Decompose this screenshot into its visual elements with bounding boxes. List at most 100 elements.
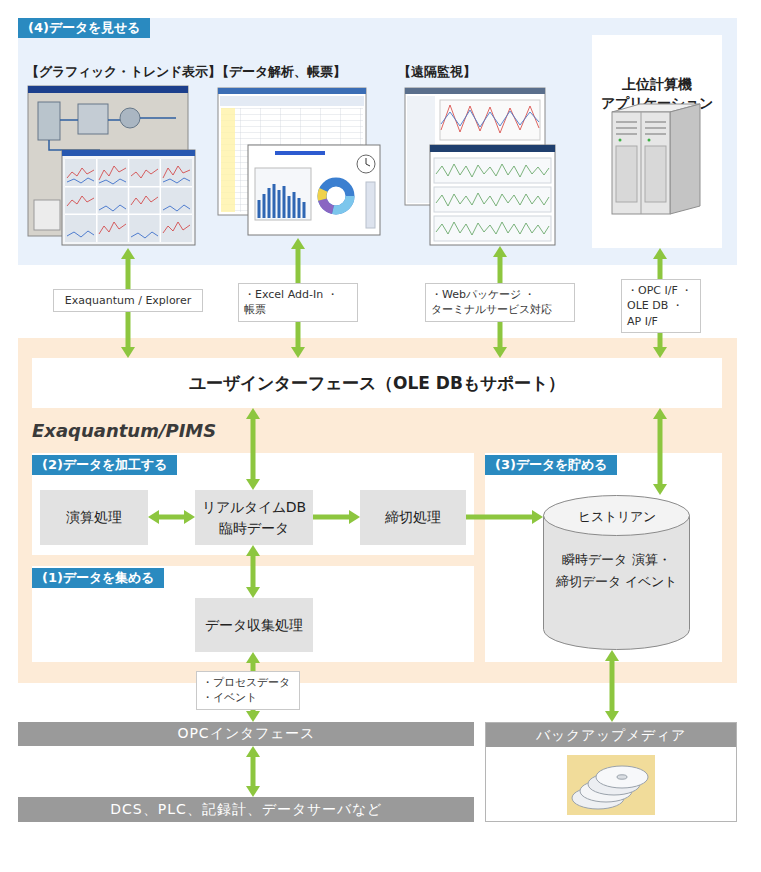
status-led (648, 139, 651, 142)
section-band: (4)データを見せる【グラフィック・トレンド表示】【データ解析、帳票】 【遠隔監視… (18, 18, 737, 265)
trend-grid (65, 159, 192, 242)
side-pane (407, 96, 435, 203)
cabinet-side (670, 104, 700, 214)
panel-heading: 【遠隔監視】 (398, 64, 476, 81)
sheet-cells (221, 108, 363, 212)
vent-panel (616, 146, 637, 202)
box-label: 演算処理 (66, 507, 122, 527)
disc-hole (617, 775, 627, 779)
monitor-screenshot (405, 88, 555, 245)
edge-label: ・Excel Add-In ・帳票 (238, 283, 358, 322)
box-label: リアルタイムDB 臨時データ (195, 497, 313, 538)
drive-slots (616, 122, 666, 134)
process-box: データ収集処理 (195, 598, 313, 652)
status-panel (34, 200, 60, 230)
double-arrow-connector (610, 661, 615, 711)
box-label: ユーザインターフェース（OLE DBもサポート） (189, 372, 565, 395)
panel-heading: 【グラフィック・トレンド表示】 (26, 64, 221, 81)
section-panel: (2)データを加工する演算処理リアルタイムDB 臨時データ締切処理 (32, 453, 474, 555)
window-frame (218, 88, 366, 215)
double-arrow-connector (466, 515, 532, 520)
double-arrow-connector (658, 419, 663, 484)
window-titlebar (62, 150, 195, 156)
trend-lines (67, 166, 190, 234)
disc (596, 766, 648, 788)
double-arrow-connector (251, 419, 256, 479)
trend-line (441, 110, 539, 127)
window-frame (62, 150, 195, 245)
chart-area (440, 100, 540, 140)
trend-lines (67, 178, 190, 238)
double-arrow-connector (251, 556, 256, 587)
screenshot-panel: 【グラフィック・トレンド表示】 (26, 64, 214, 248)
section-tab: (4)データを見せる (18, 18, 150, 38)
process-box: 演算処理 (40, 490, 148, 545)
interface-box: ユーザインターフェース（OLE DBもサポート） (32, 358, 722, 408)
connector-group (128, 249, 660, 786)
window-frame (28, 86, 188, 236)
clock-hands (366, 158, 370, 166)
cabinet-top (612, 104, 700, 112)
window-frame (405, 88, 545, 205)
screenshot-panel: 【遠隔監視】 (398, 64, 560, 246)
edge-label: ・Webパッケージ ・ターミナルサービス対応 (425, 283, 575, 322)
donut-chart (322, 182, 350, 210)
donut-segment (322, 182, 350, 210)
cylinder-top (544, 496, 690, 536)
window-frame (248, 145, 380, 235)
disc-background (567, 755, 655, 815)
double-arrow-connector (296, 249, 301, 347)
interface-bar: OPCインタフェース (18, 722, 474, 746)
process-box: リアルタイムDB 臨時データ (195, 490, 313, 545)
disc (572, 787, 624, 809)
device-bar: DCS、PLC、記録計、データサーバなど (18, 797, 474, 822)
system-title: Exaquantum/PIMS (32, 420, 216, 441)
section-tab: (3)データを貯める (485, 455, 617, 475)
section-panel: (1)データを集めるデータ収集処理 (32, 566, 474, 662)
media-box: バックアップメディア (485, 722, 737, 822)
double-arrow-connector (126, 259, 131, 347)
server-illustration (612, 104, 700, 214)
trend-screenshot (28, 86, 195, 245)
chart-row (434, 187, 551, 212)
window-titlebar (28, 86, 188, 93)
vessel-symbol (78, 104, 108, 134)
pipe-lines (49, 118, 176, 150)
chart-row (434, 158, 551, 183)
media-heading: バックアップメディア (486, 723, 736, 747)
bar-label: DCS、PLC、記録計、データサーバなど (110, 801, 381, 819)
double-arrow-connector (498, 257, 503, 347)
sheet-header (220, 96, 364, 106)
screenshot-panel: 【データ解析、帳票】 (216, 64, 384, 238)
window-titlebar (430, 145, 555, 152)
window-titlebar (218, 88, 366, 94)
window-titlebar (405, 88, 545, 94)
bar-chart (259, 184, 304, 218)
cylinder-body: 瞬時データ 演算・締切データ イベント (543, 549, 690, 593)
cabinet-front (612, 112, 670, 214)
box-label: 上位計算機 アプリケーション (598, 75, 716, 248)
report-screenshot (218, 88, 380, 235)
system-band: Exaquantum/PIMS ユーザインターフェース（OLE DBもサポート） (… (18, 338, 737, 683)
grid-lines (65, 159, 192, 242)
double-arrow-connector (313, 515, 349, 520)
box-label: データ収集処理 (205, 615, 303, 635)
host-computer-box: 上位計算機 アプリケーション (592, 35, 722, 248)
tank-symbol (38, 102, 60, 140)
double-arrow-connector (251, 757, 256, 786)
window-frame (430, 145, 555, 245)
pump-symbol (120, 108, 140, 128)
bar-label: OPCインタフェース (177, 725, 314, 743)
box-label: 締切処理 (385, 507, 441, 527)
donut-segment (322, 182, 350, 210)
edge-label: ・OPC I/F ・OLE DB ・AP I/F (621, 279, 701, 333)
trend-lines (436, 164, 549, 235)
edge-label: Exaquantum / Explorer (53, 289, 203, 312)
panel-heading: 【データ解析、帳票】 (216, 64, 346, 81)
disc (588, 773, 640, 795)
report-title-bar (275, 151, 325, 155)
double-arrow-connector (159, 515, 184, 520)
clock-icon (357, 155, 375, 173)
